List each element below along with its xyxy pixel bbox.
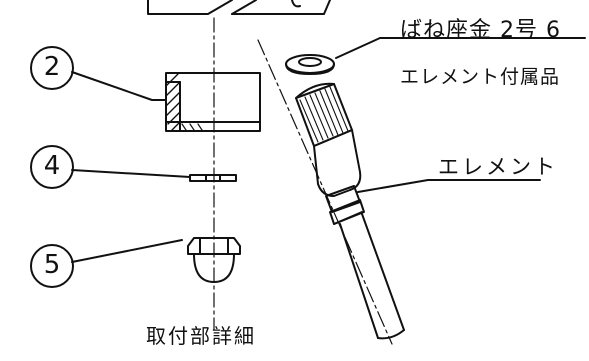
callout-5 bbox=[30, 239, 183, 288]
bracket-top bbox=[147, 0, 331, 15]
cap-nut-part bbox=[187, 237, 241, 283]
element-leader bbox=[357, 179, 541, 193]
washer-sub-label: エレメント付属品 bbox=[400, 66, 561, 88]
callout-number-4: 4 bbox=[43, 151, 61, 181]
element-assembly bbox=[257, 39, 405, 345]
callout-2 bbox=[30, 46, 167, 101]
callout-number-5: 5 bbox=[43, 250, 61, 280]
spring-washer bbox=[285, 54, 335, 75]
drawing-caption: 取付部詳細 bbox=[146, 324, 256, 348]
washer-leader bbox=[335, 37, 586, 59]
washer-part bbox=[189, 174, 237, 182]
callout-4 bbox=[30, 145, 191, 189]
washer-title-label: ばね座金 2号 6 bbox=[400, 18, 561, 43]
callout-number-2: 2 bbox=[43, 52, 61, 82]
element-label: エレメント bbox=[438, 155, 558, 179]
spacer-part bbox=[165, 72, 261, 132]
